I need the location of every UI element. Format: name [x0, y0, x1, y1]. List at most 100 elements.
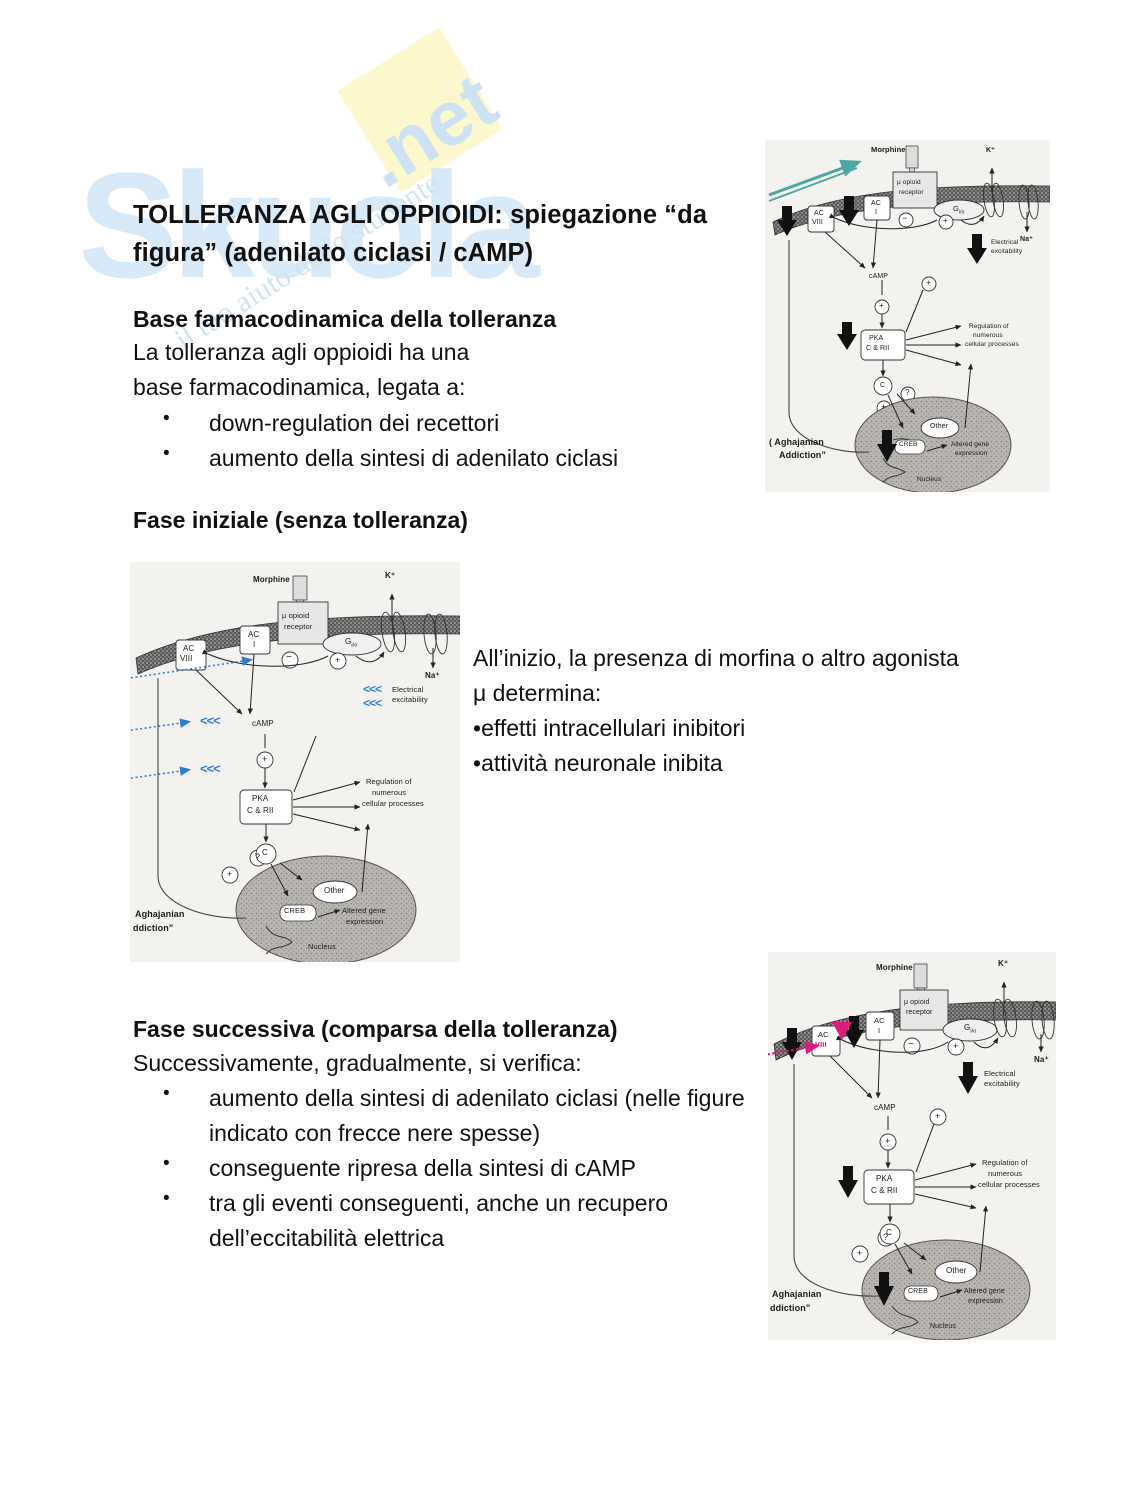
chevron-marker-pka: <<<: [200, 761, 221, 776]
chevron-marker-camp: <<<: [200, 713, 221, 728]
label-mu-opioid-receptor-line1: μ opioid: [897, 179, 921, 186]
list-item-label: conseguente ripresa della sintesi di cAM…: [209, 1154, 637, 1181]
dna-strand: [891, 1305, 919, 1335]
bullet-icon: •: [163, 1083, 170, 1104]
label-regulation-line1: Regulation of: [366, 777, 412, 786]
label-creb: CREB: [284, 906, 306, 915]
label-electrical-line2: excitability: [392, 695, 428, 704]
label-regulation-line1: Regulation of: [969, 323, 1009, 330]
label-mu-opioid-receptor-line2: receptor: [906, 1009, 933, 1016]
label-minus-sign: −: [902, 213, 908, 223]
label-electrical-line2: excitability: [984, 1079, 1020, 1088]
thick-black-arrow-excitability: [967, 234, 987, 264]
figure-canvas: Morphine μ opioid receptor AC I AC VIII …: [768, 952, 1056, 1340]
list-pharmacodynamic-bullets: •down-regulation dei recettori •aumento …: [133, 406, 753, 476]
label-plus-sign-membrane: +: [953, 1041, 959, 1051]
pathway-schematic-svg: [768, 145, 1050, 492]
label-morphine: Morphine: [253, 575, 290, 584]
label-regulation-line3: cellular processes: [362, 799, 424, 808]
label-electrical-line2: excitability: [991, 248, 1023, 255]
label-ac1-line1: AC: [248, 630, 260, 639]
label-nucleus: Nucleus: [930, 1323, 956, 1330]
label-na-channel: Na⁺: [425, 671, 440, 680]
label-ac1-line2: I: [253, 640, 256, 649]
label-regulation-line1: Regulation of: [982, 1158, 1028, 1167]
label-plus-sign-camp: +: [262, 754, 268, 764]
label-k-channel: K⁺: [998, 959, 1009, 968]
label-g-protein: Gi/o: [345, 637, 358, 649]
label-ac1-line1: AC: [874, 1016, 885, 1025]
label-pka-line2: C & RII: [247, 806, 274, 815]
label-creb: CREB: [908, 1288, 928, 1295]
label-altered-gene-line1: Altered gene: [342, 906, 386, 915]
plus-sign-circle-membrane: [938, 214, 954, 230]
label-nucleus: Nucleus: [917, 476, 942, 483]
plus-sign-circle-membrane: [329, 652, 347, 670]
list-item: •tra gli eventi conseguenti, anche un re…: [133, 1186, 753, 1256]
list-item: •conseguente ripresa della sintesi di cA…: [133, 1151, 753, 1186]
label-ac1-line2: I: [878, 1026, 881, 1035]
label-ac8-line1: AC: [183, 644, 195, 653]
catalytic-subunit-circle: [879, 1223, 901, 1245]
thick-black-arrow-nucleus: [877, 430, 897, 462]
figure-canvas: Morphine μ opioid receptor AC I AC VIII …: [765, 140, 1050, 492]
label-electrical-line1: Electrical: [991, 239, 1019, 246]
label-altered-gene-line2: expression: [955, 450, 988, 457]
list-item-label: aumento della sintesi di adenilato cicla…: [209, 1085, 745, 1146]
label-k-channel: K⁺: [986, 147, 995, 154]
creb-box: [903, 1285, 939, 1302]
minus-sign-circle: [281, 651, 299, 669]
label-morphine: Morphine: [871, 145, 906, 154]
label-regulation-line2: numerous: [988, 1169, 1023, 1178]
plus-sign-circle-excitability: [921, 276, 937, 292]
minus-sign-circle: [903, 1037, 921, 1055]
plus-sign-circle-membrane: [947, 1038, 965, 1056]
morphine-molecule: [905, 145, 919, 169]
label-mu-opioid-receptor-line2: receptor: [899, 189, 924, 196]
inline-bullet-label: attività neuronale inibita: [481, 750, 723, 776]
label-altered-gene-line1: Altered gene: [951, 441, 990, 448]
label-plus-sign-nucleus: +: [227, 869, 233, 879]
watermark-net-text: .net: [346, 56, 512, 205]
ac8-box: [175, 639, 207, 671]
paragraph-later-phase-intro: Successivamente, gradualmente, si verifi…: [133, 1050, 582, 1076]
thick-black-arrow-excitability: [958, 1062, 978, 1094]
na-channel: [423, 613, 448, 655]
label-creb: CREB: [899, 441, 918, 448]
paragraph-initial-phase-line1: All’inizio, la presenza di morfina o alt…: [473, 645, 959, 671]
label-g-protein: Gi/o: [964, 1023, 977, 1035]
label-ac1-line2: I: [875, 209, 878, 216]
bullet-icon: •: [473, 715, 482, 741]
label-camp: cAMP: [869, 273, 889, 280]
list-item: •aumento della sintesi di adenilato cicl…: [133, 441, 753, 476]
label-mu-opioid-receptor-line2: receptor: [284, 622, 313, 631]
label-question-sign: ?: [883, 1232, 889, 1242]
label-k-channel: K⁺: [385, 571, 396, 580]
label-other: Other: [930, 423, 949, 430]
label-ac1-line1: AC: [871, 200, 881, 207]
figure-bottom-right-tolerance-phase: Morphine μ opioid receptor AC I AC VIII …: [768, 952, 1056, 1340]
label-plus-sign-nucleus: +: [857, 1248, 863, 1258]
label-pka-line2: C & RII: [866, 345, 890, 352]
feedback-line: [157, 678, 247, 919]
label-na-channel: Na⁺: [1020, 236, 1033, 243]
figure-middle-left-initial-phase: Morphine μ opioid receptor AC I AC VIII …: [130, 562, 460, 962]
list-item: • aumento della sintesi di adenilato cicl…: [133, 1081, 753, 1151]
label-mu-opioid-receptor-line1: μ opioid: [282, 611, 310, 620]
catalytic-subunit-circle: [255, 843, 277, 865]
label-catalytic-subunit: C: [886, 1228, 892, 1237]
list-later-phase-bullets: • aumento della sintesi di adenilato cicl…: [133, 1081, 753, 1256]
label-pka-line2: C & RII: [871, 1186, 898, 1195]
heading-pharmacodynamic-basis: Base farmacodinamica della tolleranza: [133, 306, 557, 332]
morphine-molecule: [292, 575, 308, 601]
k-channel: [380, 611, 407, 653]
label-regulation-line3: cellular processes: [978, 1180, 1040, 1189]
label-nucleus: Nucleus: [308, 942, 336, 951]
label-plus-sign-nucleus: +: [881, 402, 886, 411]
label-camp: cAMP: [252, 719, 274, 728]
feedback-line: [788, 240, 870, 453]
label-ac8-line1: AC: [814, 210, 824, 217]
na-channel: [1031, 1000, 1055, 1040]
label-g-protein: Gi/o: [953, 204, 965, 216]
